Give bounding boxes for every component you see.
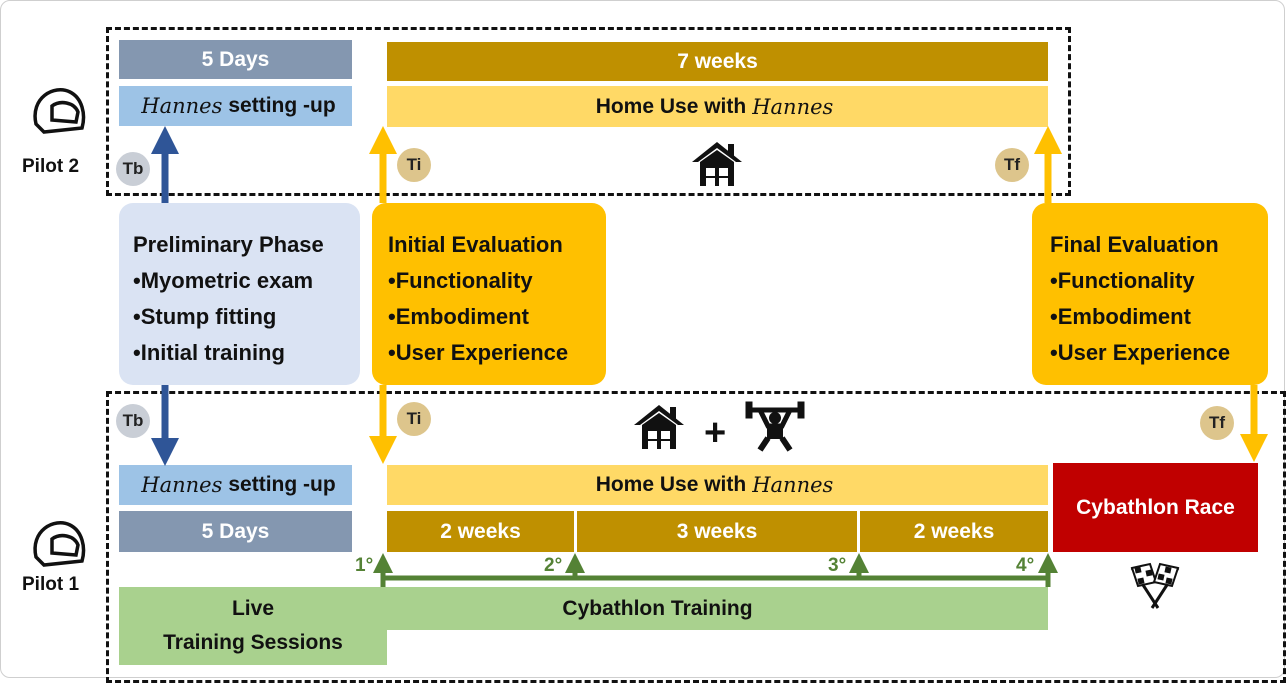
pilot2-setup-bar: Hannes setting -up — [119, 86, 352, 126]
final-evaluation-item: •Embodiment — [1050, 304, 1191, 329]
pilot2-home-use-bar: Home Use with Hannes — [387, 86, 1048, 127]
session-marker-1: 1° — [355, 555, 374, 576]
pilot1-setup-label: setting -up — [228, 473, 336, 496]
pilot1-marker-ti: Ti — [397, 402, 431, 436]
pilot2-setup-duration: 5 Days — [119, 40, 352, 79]
pilot1-phase-2: 3 weeks — [577, 511, 857, 552]
pilot1-setup-bar: Hannes setting -up — [119, 465, 352, 505]
preliminary-phase-item: •Initial training — [133, 340, 285, 365]
session-marker-3: 3° — [828, 555, 847, 576]
initial-evaluation-title: Initial Evaluation — [388, 232, 563, 257]
initial-evaluation-item: •User Experience — [388, 340, 569, 365]
pilot1-label: Pilot 1 — [22, 574, 80, 595]
cybathlon-training-box: Cybathlon Training — [387, 587, 1048, 630]
pilot2-setup-label: setting -up — [228, 94, 336, 117]
house-icon — [692, 142, 742, 186]
pilot2-region — [106, 27, 1071, 196]
pilot1-setup-duration: 5 Days — [119, 511, 352, 552]
cybathlon-training-label: Cybathlon Training — [562, 596, 753, 620]
preliminary-phase-item: •Myometric exam — [133, 268, 314, 293]
pilot2-marker-tf: Tf — [995, 148, 1029, 182]
pilot2-home-duration: 7 weeks — [387, 42, 1048, 81]
checkered-flags-icon — [1130, 562, 1180, 609]
pilot1-marker-tf: Tf — [1200, 406, 1234, 440]
final-evaluation-item: •Functionality — [1050, 268, 1195, 293]
session-marker-4: 4° — [1016, 555, 1035, 576]
session-marker-2: 2° — [544, 555, 563, 576]
pilot1-marker-tb: Tb — [116, 404, 150, 438]
hannes-logo: Hannes — [752, 473, 834, 497]
helmet-icon — [33, 521, 86, 567]
pilot2-home-use-label: Home Use with — [595, 94, 747, 118]
preliminary-phase-item: •Stump fitting — [133, 304, 277, 329]
initial-evaluation-item: •Embodiment — [388, 304, 529, 329]
pilot1-phase-3: 2 weeks — [860, 511, 1048, 552]
pilot2-label: Pilot 2 — [22, 156, 80, 177]
initial-evaluation-item: •Functionality — [388, 268, 533, 293]
pilot2-marker-ti: Ti — [397, 148, 431, 182]
pilot1-phase-1: 2 weeks — [387, 511, 574, 552]
hannes-logo: Hannes — [141, 94, 223, 118]
weightlifter-icon — [745, 401, 805, 452]
live-training-line: Training Sessions — [163, 631, 343, 654]
live-training-line: Live — [231, 597, 275, 620]
helmet-icon — [33, 88, 86, 134]
plus-sign: + — [704, 412, 727, 454]
pilot2-marker-tb: Tb — [116, 152, 150, 186]
hannes-logo: Hannes — [141, 473, 223, 497]
house-icon — [634, 405, 684, 449]
cybathlon-race-box: Cybathlon Race — [1053, 463, 1258, 552]
preliminary-phase-title: Preliminary Phase — [133, 232, 324, 257]
final-evaluation-box: Final Evaluation •Functionality •Embodim… — [1032, 203, 1268, 385]
pilot1-home-use-bar: Home Use with Hannes — [387, 465, 1048, 505]
initial-evaluation-box: Initial Evaluation •Functionality •Embod… — [372, 203, 606, 385]
preliminary-phase-box: Preliminary Phase •Myometric exam •Stump… — [119, 203, 360, 385]
live-training-box: Live Training Sessions — [119, 587, 387, 665]
final-evaluation-item: •User Experience — [1050, 340, 1231, 365]
hannes-logo: Hannes — [752, 94, 834, 119]
final-evaluation-title: Final Evaluation — [1050, 232, 1219, 257]
pilot1-home-use-label: Home Use with — [595, 473, 747, 496]
